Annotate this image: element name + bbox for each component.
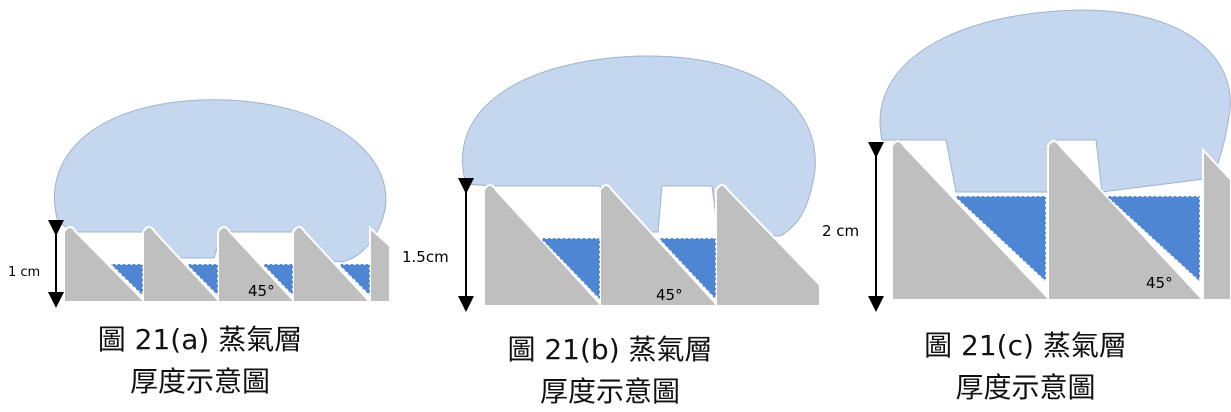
diagram-panel-a: 1 cm 45° 圖 21(a) 蒸氣層 厚度示意圖 bbox=[0, 0, 400, 412]
fins bbox=[483, 184, 821, 307]
angle-label: 45° bbox=[1146, 274, 1173, 292]
caption-line-1: 圖 21(b) 蒸氣層 bbox=[507, 333, 713, 366]
fins bbox=[891, 140, 1231, 301]
vapor-layer-diagram-b: 1.5cm 45° bbox=[402, 55, 821, 312]
vapor-bubble bbox=[461, 55, 816, 237]
fins bbox=[63, 225, 391, 303]
liquid-pools bbox=[108, 263, 371, 298]
angle-label: 45° bbox=[248, 282, 275, 300]
angle-label: 45° bbox=[656, 286, 683, 304]
liquid-pools bbox=[538, 237, 717, 302]
caption-line-2: 厚度示意圖 bbox=[539, 375, 680, 408]
vapor-layer-diagram-a: 1 cm 45° bbox=[8, 99, 391, 308]
diagram-panel-c: 2 cm 45° 圖 21(c) 蒸氣層 厚度示意圖 bbox=[820, 0, 1231, 412]
diagram-panel-b: 1.5cm 45° 圖 21(b) 蒸氣層 厚度示意圖 bbox=[400, 0, 821, 412]
caption-line-2: 厚度示意圖 bbox=[129, 365, 270, 398]
caption-line-1: 圖 21(a) 蒸氣層 bbox=[97, 323, 303, 356]
vapor-layer-diagram-c: 2 cm 45° bbox=[822, 9, 1231, 312]
height-label: 2 cm bbox=[822, 222, 859, 240]
vapor-bubble bbox=[53, 99, 387, 263]
caption-line-2: 厚度示意圖 bbox=[955, 371, 1096, 404]
liquid-pools bbox=[952, 195, 1201, 284]
caption-line-1: 圖 21(c) 蒸氣層 bbox=[924, 329, 1127, 362]
height-label: 1.5cm bbox=[402, 248, 449, 266]
height-label: 1 cm bbox=[8, 265, 40, 280]
